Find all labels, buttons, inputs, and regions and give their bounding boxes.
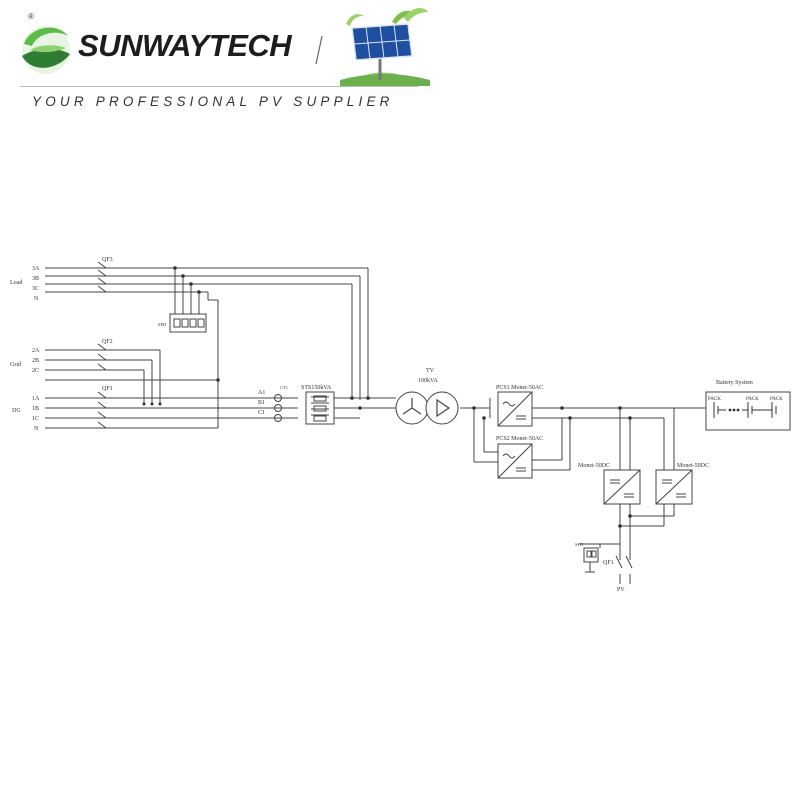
dg-phase-1a: 1A: [32, 396, 40, 402]
transformer-rating: 100kVA: [418, 378, 439, 384]
logo-divider: [315, 35, 323, 65]
pv-breaker-label: QF1: [603, 560, 614, 566]
load-spd-label: SPD: [158, 322, 167, 327]
dg-phase-n: N: [34, 426, 39, 432]
current-transformers: [274, 394, 282, 422]
logo-graphics: [22, 8, 430, 86]
qf2-label: QF2: [102, 339, 113, 345]
ct-label: CT1: [280, 385, 288, 390]
load-label: Load: [10, 280, 22, 286]
dcdc-2-label: Monet-50DC: [677, 463, 709, 469]
qf3-label: QF3: [102, 257, 113, 263]
battery-title: Battery System: [716, 380, 753, 386]
load-phase-3b: 3B: [32, 276, 39, 282]
pcs-converters: [497, 391, 533, 479]
registered-mark: ®: [28, 12, 34, 21]
pcs2-label: PCS2 Monet-50AC: [496, 436, 543, 442]
transformer-symbol: [395, 391, 459, 425]
dg-phase-1b: 1B: [32, 406, 39, 412]
sts-label: STS150kVA: [301, 385, 332, 391]
battery-pack-2: PACK: [746, 397, 759, 402]
grid-phase-2b: 2B: [32, 358, 39, 364]
battery-ellipsis: [728, 408, 740, 412]
ct-phase-c1: C1: [258, 410, 265, 416]
company-logo-icon: [22, 26, 70, 74]
header-rule: [20, 86, 418, 87]
load-phase-n: N: [34, 296, 39, 302]
qf1-label: QF1: [102, 386, 113, 392]
header: ® SUNWAYTECH YOUR PROFESSIONAL PV SUPPLI…: [0, 0, 440, 120]
load-spd-box: SPD: [158, 313, 207, 333]
battery-system: [705, 391, 791, 431]
tagline: YOUR PROFESSIONAL PV SUPPLIER: [32, 94, 394, 109]
pv-spd-label: SPD: [575, 542, 584, 547]
battery-pack-1: PACK: [708, 397, 721, 402]
ct-phase-b1: B1: [258, 400, 265, 406]
dcdc-1-label: Monet-50DC: [578, 463, 610, 469]
pv-label: PV: [617, 587, 625, 593]
dg-phase-1c: 1C: [32, 416, 39, 422]
load-phase-3c: 3C: [32, 286, 39, 292]
ct-phase-a1: A1: [258, 390, 265, 396]
sts-switch: [305, 391, 335, 425]
battery-pack-3: PACK: [770, 397, 783, 402]
pcs1-label: PCS1 Monet-50AC: [496, 385, 543, 391]
grid-phase-2c: 2C: [32, 368, 39, 374]
grid-label: Grid: [10, 362, 21, 368]
pv-spd-box: [583, 547, 599, 563]
dcdc-converters: [603, 469, 693, 505]
load-phase-3a: 3A: [32, 266, 40, 272]
grid-phase-2a: 2A: [32, 348, 40, 354]
breaker-symbols: [97, 261, 633, 569]
dg-label: DG: [12, 408, 21, 414]
transformer-name: TV: [426, 368, 435, 374]
brand-name: SUNWAYTECH: [78, 28, 292, 63]
solar-panel-icon: [340, 8, 430, 86]
